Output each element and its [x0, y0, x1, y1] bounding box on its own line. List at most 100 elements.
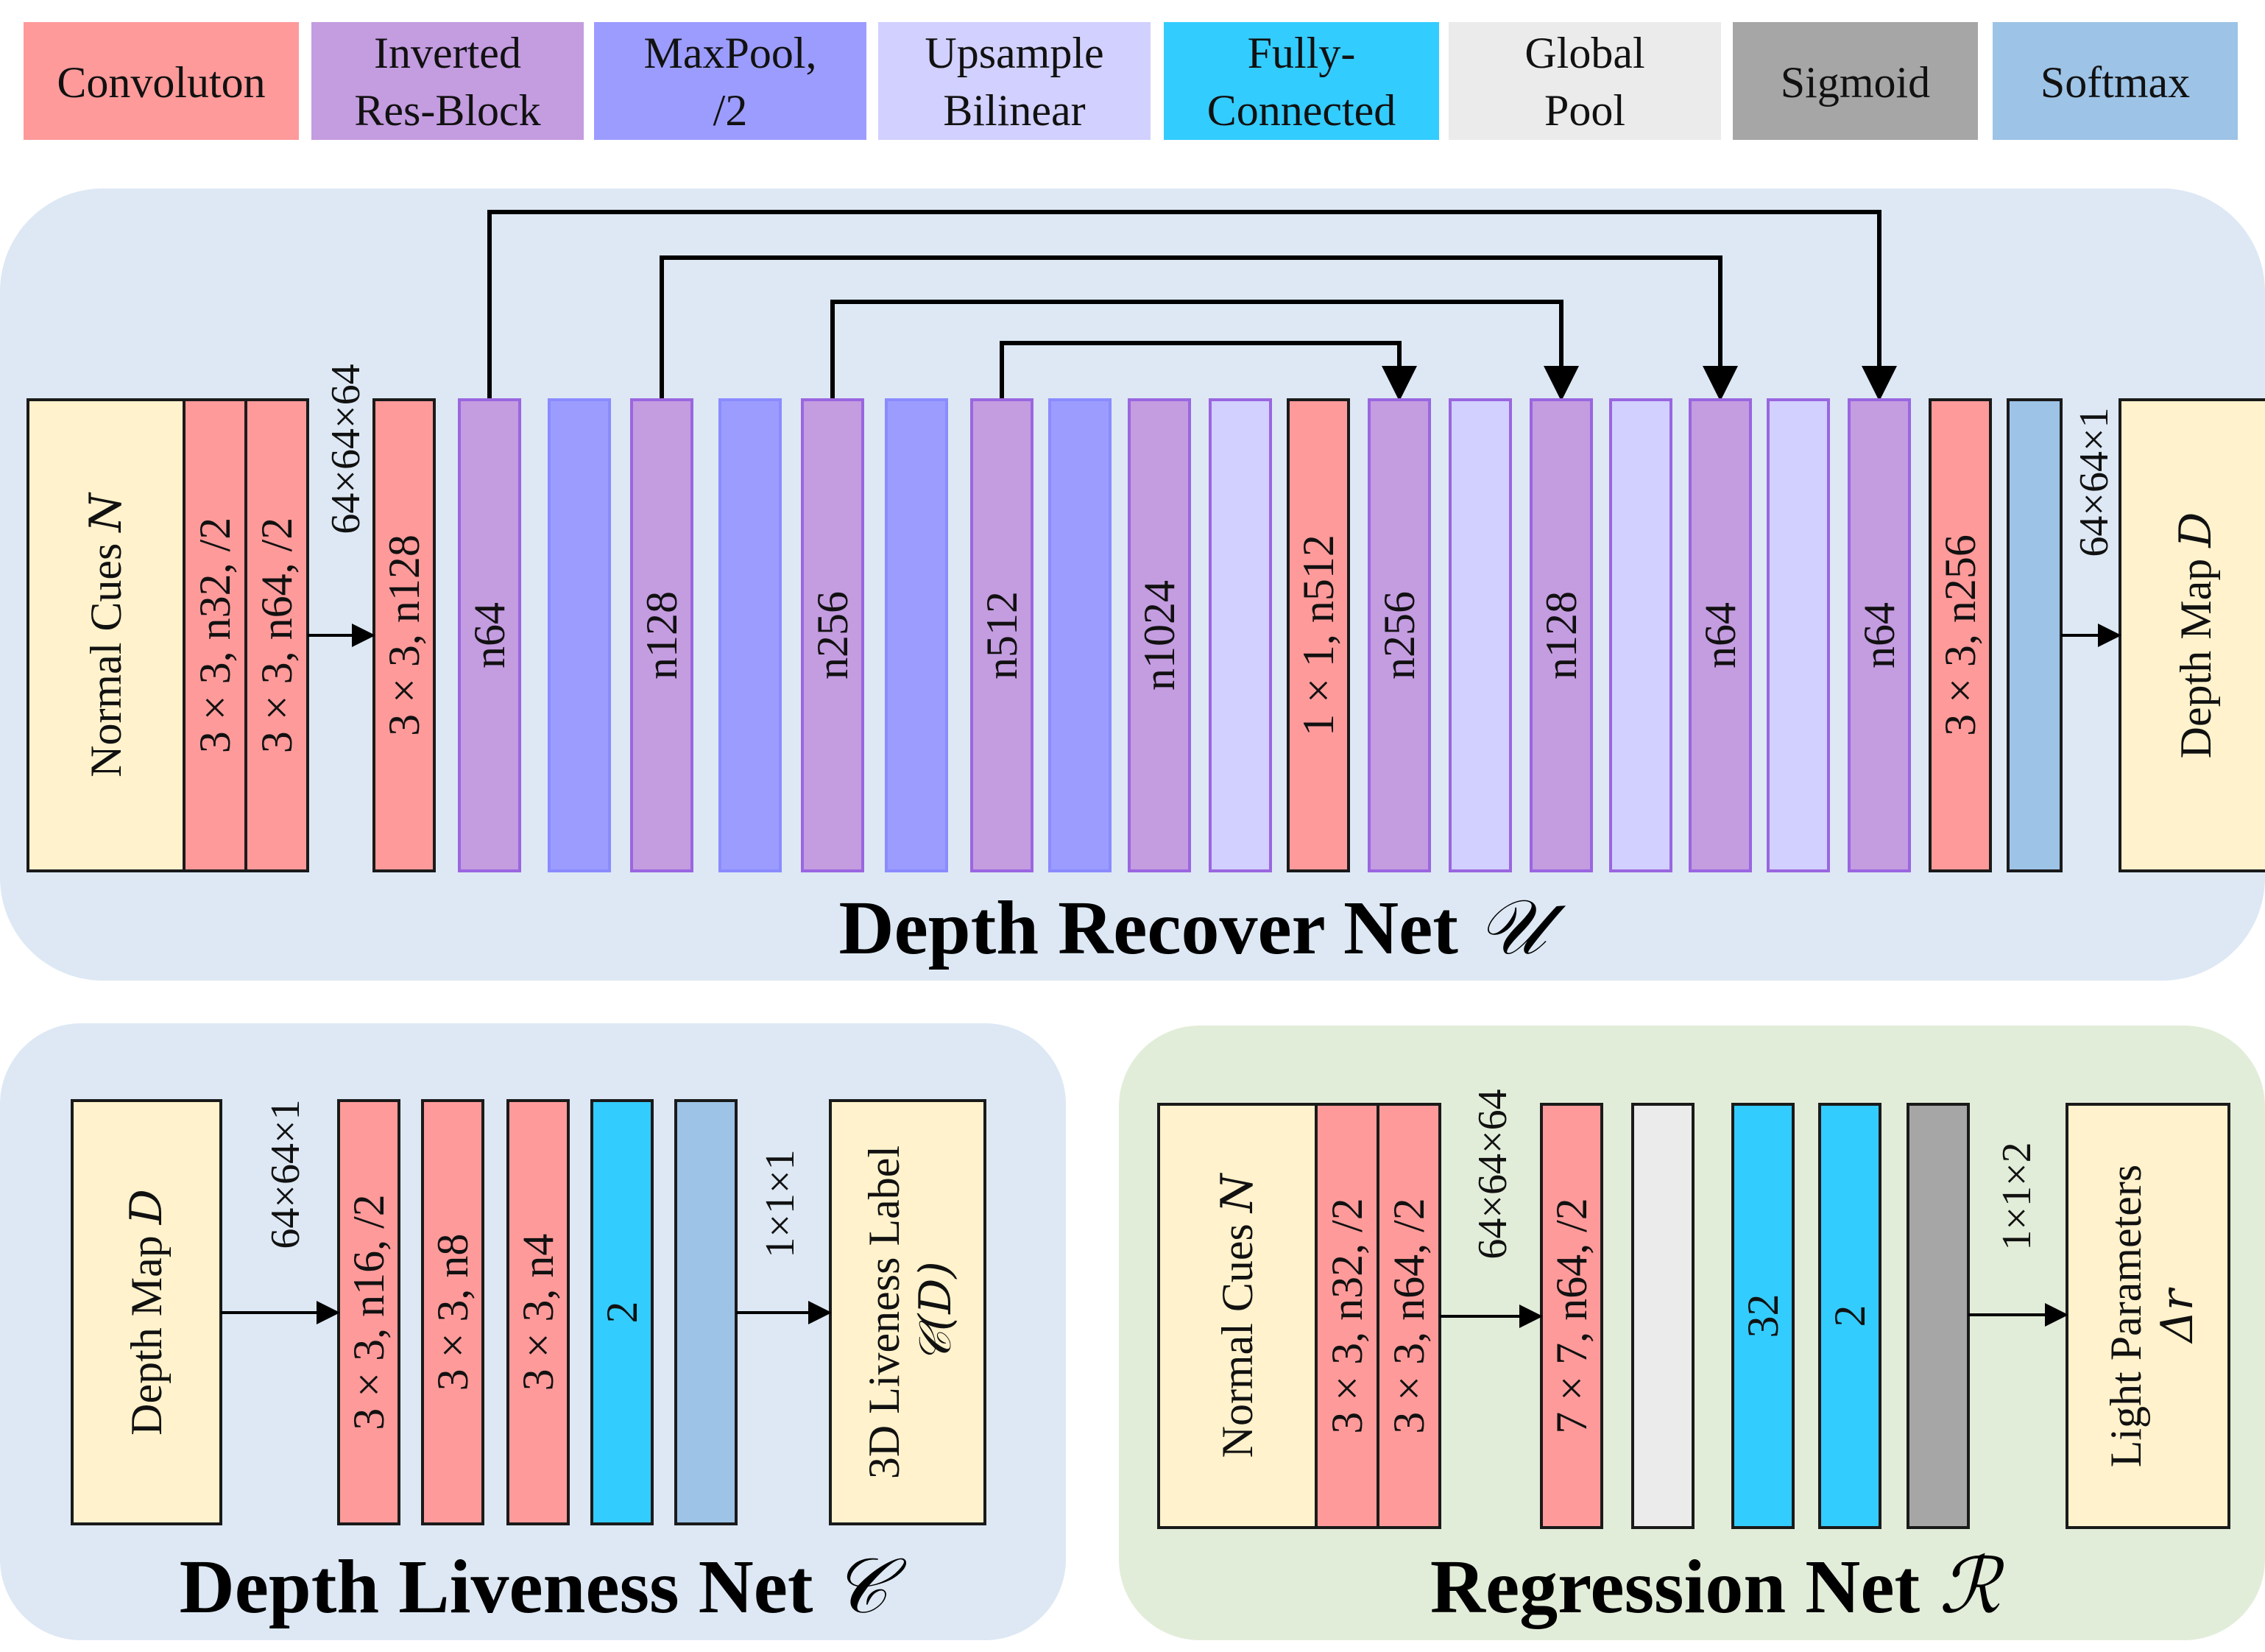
dr-block-res: n128 — [630, 398, 693, 872]
dr-block-rect — [372, 398, 436, 872]
legend-swatch — [1993, 22, 2238, 140]
legend-item-conv: Convoluton — [24, 22, 299, 140]
rg-input-dim: 64×64×64 — [1470, 1089, 1516, 1259]
regression-blocks: 3 × 3, n32, /2 3 × 3, n64, /2 7 × 7, n64, … — [1315, 1103, 1970, 1529]
dr-block-label: 3 × 3, n32, /2 — [191, 518, 239, 754]
rg-block-rect — [1631, 1103, 1695, 1529]
legend-swatch — [1449, 22, 1721, 140]
dr-block-res: n64 — [1848, 398, 1911, 872]
legend-label: /2 — [713, 86, 748, 135]
skip-connection-arrow — [660, 255, 1738, 401]
legend-label: Convoluton — [57, 58, 265, 107]
legend-label: Connected — [1207, 86, 1396, 135]
dr-block-label: n64 — [1855, 602, 1904, 668]
dr-block-rect — [1689, 398, 1752, 872]
rg-block-conv: 7 × 7, n64, /2 — [1540, 1103, 1603, 1529]
rg-block-label: 3 × 3, n64, /2 — [1385, 1198, 1433, 1434]
rg-block-label: 3 × 3, n32, /2 — [1323, 1198, 1371, 1434]
legend-label: Bilinear — [943, 86, 1085, 135]
dl-block-label: 2 — [598, 1302, 646, 1324]
dr-block-label: 3 × 3, n128 — [380, 534, 428, 736]
legend-label: Inverted — [374, 29, 521, 77]
dr-block-conv: 3 × 3, n32, /2 — [183, 398, 247, 872]
dr-block-label: n64 — [1696, 602, 1745, 668]
dl-output-liveness-label-symbol: 𝒞(D) — [910, 1261, 961, 1363]
rg-block-label: 7 × 7, n64, /2 — [1547, 1198, 1596, 1434]
dr-block-conv: 3 × 3, n128 — [372, 398, 436, 872]
dr-block-up — [1767, 398, 1830, 872]
rg-block-gp — [1631, 1103, 1695, 1529]
legend-label: MaxPool, — [643, 29, 816, 77]
legend-swatch — [24, 22, 299, 140]
legend-swatch — [311, 22, 584, 140]
legend-item-fc: Fully-Connected — [1164, 22, 1439, 140]
dr-block-res: n512 — [970, 398, 1033, 872]
dl-input-depth-map-label: Depth Map D — [121, 1189, 172, 1436]
rg-output-symbol: Δr — [2152, 1287, 2203, 1344]
dl-input-dim: 64×64×1 — [263, 1099, 308, 1249]
skip-connection-arrow — [487, 210, 1897, 401]
rg-block-rect — [1818, 1103, 1881, 1529]
dl-block-rect — [421, 1099, 484, 1525]
dr-block-label: n128 — [637, 591, 686, 679]
dr-block-rect — [1048, 398, 1112, 872]
legend-swatch — [1164, 22, 1439, 140]
dr-block-rect — [1848, 398, 1911, 872]
dr-block-rect — [1209, 398, 1272, 872]
dr-block-res: n256 — [1368, 398, 1431, 872]
legend-swatch — [594, 22, 866, 140]
dr-block-rect — [1128, 398, 1191, 872]
legend-label: Sigmoid — [1781, 58, 1930, 107]
rg-block-fc: 32 — [1731, 1103, 1795, 1529]
rg-output-dim: 1×1×2 — [1994, 1142, 2040, 1250]
dr-block-label: n256 — [808, 591, 857, 679]
legend-item-sig: Sigmoid — [1733, 22, 1978, 140]
legend-label: Res-Block — [354, 86, 540, 135]
dl-block-soft — [674, 1099, 738, 1525]
depth-recover-title: Depth Recover Net 𝒰 — [839, 882, 1566, 972]
dr-block-up — [1209, 398, 1272, 872]
dr-block-rect — [718, 398, 782, 872]
dr-output-depth-map: Depth Map D — [2119, 398, 2265, 872]
dl-output-dim: 1×1×1 — [757, 1149, 803, 1257]
skip-connection-arrow — [830, 300, 1579, 401]
dl-input-depth-map: Depth Map D — [71, 1099, 222, 1525]
dr-block-conv: 3 × 3, n64, /2 — [244, 398, 309, 872]
dr-block-rect — [458, 398, 521, 872]
dr-block-rect — [1929, 398, 1992, 872]
regression-net: 3 × 3, n32, /2 3 × 3, n64, /2 7 × 7, n64, … — [1157, 1089, 2230, 1631]
dl-block-rect — [506, 1099, 570, 1525]
dr-block-pool — [548, 398, 611, 872]
dr-block-rect — [970, 398, 1033, 872]
dr-block-label: n128 — [1537, 591, 1586, 679]
dr-block-rect — [1368, 398, 1431, 872]
dr-block-rect — [1609, 398, 1672, 872]
dr-block-rect — [1287, 398, 1350, 872]
dr-block-rect — [801, 398, 864, 872]
dl-block-label: 3 × 3, n4 — [514, 1234, 562, 1391]
regression-title: Regression Net ℛ — [1430, 1541, 2005, 1631]
dr-block-rect — [548, 398, 611, 872]
dr-input-normal-cues-label: Normal Cues N — [80, 492, 132, 777]
dr-input-dim: 64×64×64 — [323, 364, 369, 534]
rg-input-normal-cues-label: Normal Cues N — [1212, 1172, 1263, 1458]
legend-label: Upsample — [925, 29, 1103, 77]
dr-block-rect — [1530, 398, 1593, 872]
dr-input-normal-cues: Normal Cues N — [26, 398, 185, 872]
dr-block-rect — [630, 398, 693, 872]
dr-block-label: n64 — [465, 602, 514, 668]
rg-block-conv: 3 × 3, n64, /2 — [1377, 1103, 1441, 1529]
dr-block-pool — [718, 398, 782, 872]
dr-block-label: n512 — [978, 591, 1026, 679]
rg-block-conv: 3 × 3, n32, /2 — [1315, 1103, 1379, 1529]
